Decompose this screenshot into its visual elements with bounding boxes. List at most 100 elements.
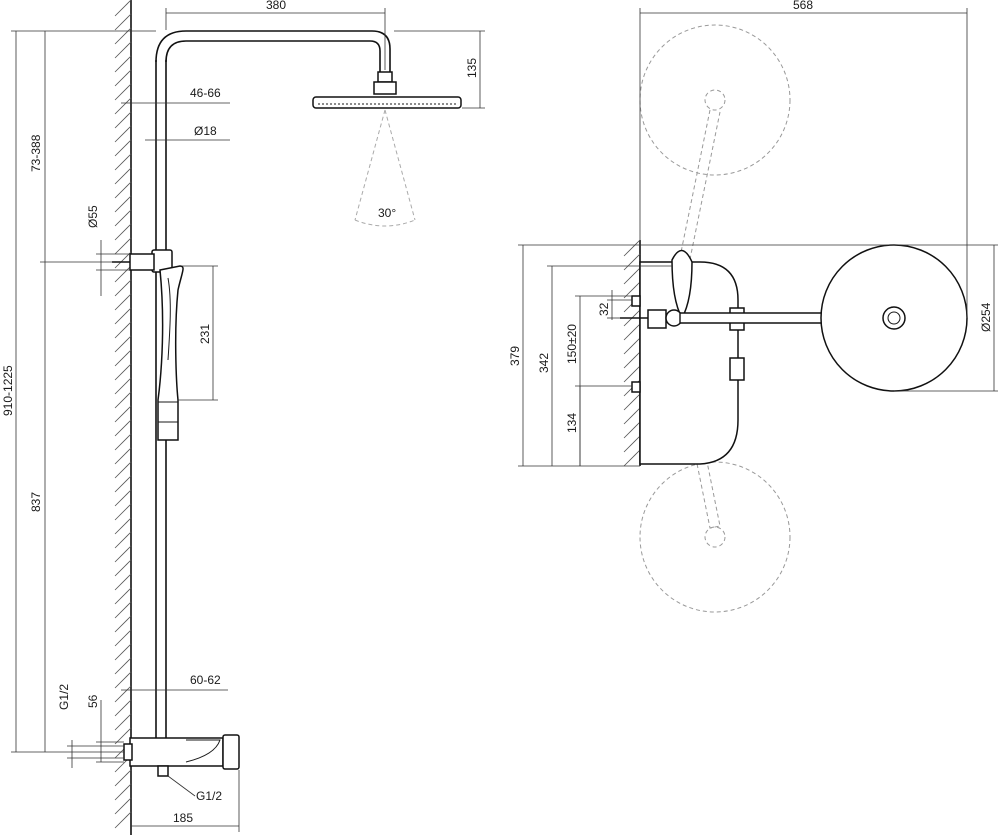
dim-910-1225: 910-1225 [1,365,15,416]
hatch-stroke [114,713,132,731]
hatch-stroke [623,421,641,439]
side-view: 30° 380 [1,0,485,835]
hand-shower-assembly [112,249,184,441]
hatch-stroke [623,323,641,341]
hatch-stroke [114,139,132,157]
dim-diam-18: Ø18 [194,124,217,138]
hatch-stroke [114,811,132,829]
hatch-stroke [114,699,132,717]
hatch-stroke [114,461,132,479]
hatch-stroke [114,97,132,115]
hatch-stroke [114,573,132,591]
hatch-stroke [114,517,132,535]
hatch-stroke [114,601,132,619]
hatch-stroke [114,321,132,339]
hatch-stroke [623,449,641,467]
hatch-stroke [114,657,132,675]
hatch-stroke [623,407,641,425]
dim-g12-bottom: G1/2 [196,789,222,803]
hatch-stroke [114,181,132,199]
hatch-stroke [114,391,132,409]
dim-150: 150±20 [565,324,579,364]
hatch-stroke [114,587,132,605]
hatch-stroke [114,153,132,171]
hatch-stroke [114,797,132,815]
hatch-stroke [114,615,132,633]
hatch-stroke [114,335,132,353]
hatch-stroke [114,363,132,381]
hatch-stroke [114,69,132,87]
spray-angle-label: 30° [378,206,396,220]
hatch-stroke [623,365,641,383]
hatch-stroke [623,435,641,453]
wall-hatching-side [114,0,132,835]
hatch-stroke [114,489,132,507]
hatch-stroke [114,769,132,787]
hatch-stroke [114,293,132,311]
hatch-stroke [623,393,641,411]
dim-134: 134 [565,413,579,433]
riser-pipe [155,30,391,738]
hatch-stroke [114,559,132,577]
hatch-stroke [114,629,132,647]
dim-32: 32 [597,302,611,316]
hatch-stroke [114,167,132,185]
dim-g12-left: G1/2 [57,684,71,710]
hatch-stroke [114,671,132,689]
hatch-stroke [114,251,132,269]
hatch-stroke [114,307,132,325]
hatch-stroke [623,239,641,257]
hatch-stroke [114,503,132,521]
dim-73-388: 73-388 [29,134,43,172]
hatch-stroke [114,783,132,801]
top-dimensions: 568 Ø254 379 342 150±20 32 [508,0,998,467]
hatch-stroke [114,209,132,227]
hatch-stroke [114,727,132,745]
hatch-stroke [623,337,641,355]
dim-diam-254: Ø254 [979,302,993,332]
dim-60-62: 60-62 [190,673,221,687]
hatch-stroke [114,0,132,17]
dim-837: 837 [29,492,43,512]
hatch-stroke [114,279,132,297]
dim-diam-55: Ø55 [86,205,100,228]
hatch-stroke [114,83,132,101]
hatch-stroke [114,447,132,465]
dim-379: 379 [508,346,522,366]
hatch-stroke [114,125,132,143]
hatch-stroke [114,475,132,493]
thermostatic-mixer-top [631,249,745,465]
hatch-stroke [114,13,132,31]
top-view: 568 Ø254 379 342 150±20 32 [508,0,998,613]
hatch-stroke [114,265,132,283]
dim-185: 185 [173,811,193,825]
dim-342: 342 [537,353,551,373]
rain-shower-head-top [820,244,968,392]
hatch-stroke [114,223,132,241]
hatch-stroke [114,349,132,367]
dim-56: 56 [86,694,100,708]
hatch-stroke [114,419,132,437]
hatch-stroke [623,253,641,271]
thermostatic-mixer-side [123,734,240,777]
hatch-stroke [114,643,132,661]
hatch-stroke [114,41,132,59]
hatch-stroke [114,377,132,395]
hatch-stroke [114,531,132,549]
hatch-stroke [623,281,641,299]
dim-231: 231 [198,324,212,344]
dim-568: 568 [793,0,813,12]
side-dimensions: 380 135 46-66 Ø18 73-388 Ø55 [1,0,485,832]
hatch-stroke [623,351,641,369]
hatch-stroke [114,237,132,255]
dim-380: 380 [266,0,286,12]
hatch-stroke [114,55,132,73]
dim-135: 135 [465,58,479,78]
rain-shower-head: 30° [312,71,462,227]
hatch-stroke [114,685,132,703]
hatch-stroke [114,27,132,45]
hatch-stroke [114,111,132,129]
hatch-stroke [623,267,641,285]
dim-46-66: 46-66 [190,86,221,100]
